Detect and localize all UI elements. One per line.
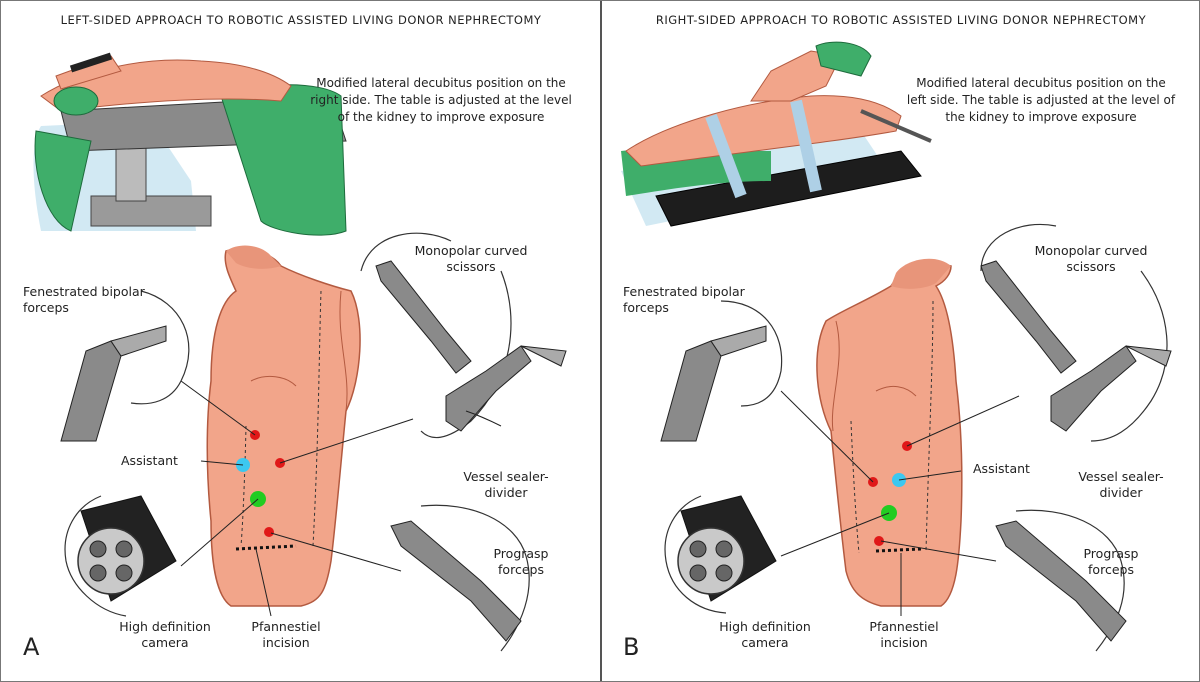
panel-title: LEFT-SIDED APPROACH TO ROBOTIC ASSISTED … (60, 13, 542, 27)
panel-a-illustration (33, 52, 567, 652)
patient-on-table-illustration (621, 41, 932, 227)
label-monopolar-scissors: Monopolar curved scissors (1034, 243, 1148, 274)
position-note: Modified lateral decubitus position on t… (906, 76, 1176, 124)
patient-on-table-illustration (33, 52, 347, 236)
panel-letter: A (23, 633, 40, 661)
panel-divider (600, 1, 602, 681)
label-monopolar-scissors: Monopolar curved scissors (414, 243, 528, 274)
panel-right-approach: RIGHT-SIDED APPROACH TO ROBOTIC ASSISTED… (601, 1, 1200, 681)
label-vessel-sealer: Vessel sealer-divider (1078, 469, 1164, 500)
label-fenestrated-forceps: Fenestrated bipolar forceps (23, 284, 145, 315)
panel-letter: B (623, 633, 640, 661)
label-pfannestiel-incision: Pfannestiel incision (251, 619, 321, 650)
label-fenestrated-forceps: Fenestrated bipolar forceps (623, 284, 745, 315)
label-hd-camera: High definition camera (719, 619, 811, 650)
panel-left-approach: LEFT-SIDED APPROACH TO ROBOTIC ASSISTED … (1, 1, 600, 681)
robotic-instrument-illustration (660, 260, 1172, 642)
label-assistant: Assistant (121, 453, 178, 468)
robotic-instrument-illustration (60, 260, 567, 642)
torso-illustration (816, 258, 963, 607)
panel-b-illustration (621, 41, 1172, 652)
position-note: Modified lateral decubitus position on t… (310, 76, 572, 124)
label-prograsp-forceps: Prograsp forceps (1083, 546, 1139, 577)
panel-title: RIGHT-SIDED APPROACH TO ROBOTIC ASSISTED… (655, 13, 1147, 27)
robotic-port (264, 527, 274, 537)
label-hd-camera: High definition camera (119, 619, 211, 650)
camera-illustration (677, 495, 777, 602)
label-pfannestiel-incision: Pfannestiel incision (869, 619, 939, 650)
label-assistant: Assistant (973, 461, 1030, 476)
camera-illustration (77, 495, 177, 602)
label-prograsp-forceps: Prograsp forceps (493, 546, 549, 577)
label-vessel-sealer: Vessel sealer-divider (463, 469, 549, 500)
robotic-port (874, 536, 884, 546)
